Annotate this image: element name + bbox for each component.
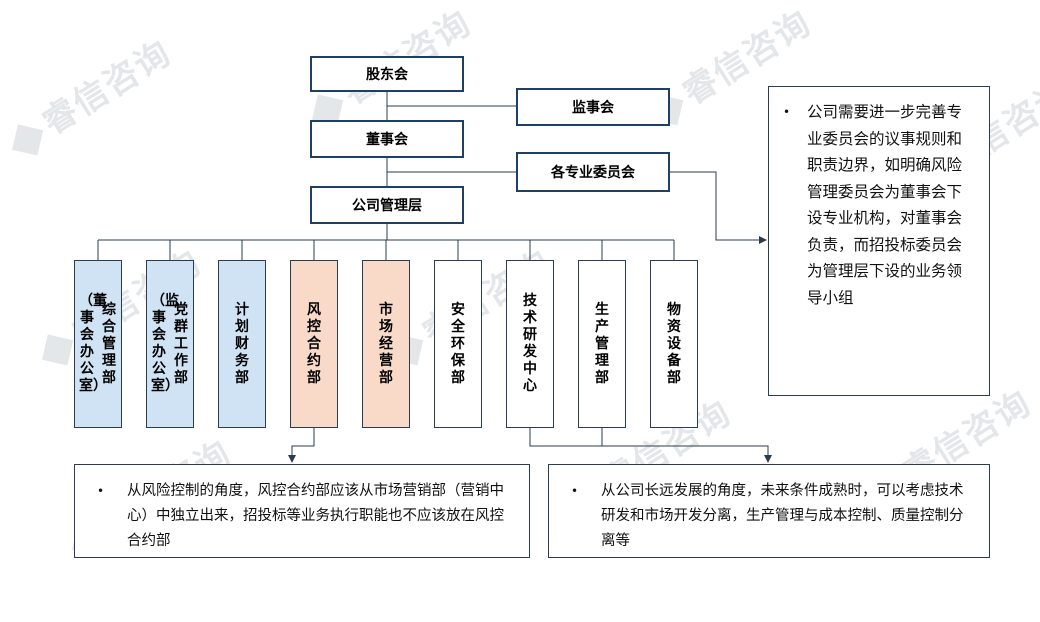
department-subname: （董事会办公室）	[79, 293, 107, 394]
department-name: 综合管理部	[102, 301, 116, 386]
department-subname: （监事会办公室）	[151, 293, 179, 394]
department-box: 技术研发中心	[506, 260, 554, 428]
department-box: 市场经营部	[362, 260, 410, 428]
risk-note-arrow	[288, 428, 315, 463]
management-box: 公司管理层	[310, 186, 464, 224]
department-name: 计划财务部	[235, 301, 249, 386]
department-box: 综合管理部 （董事会办公室）	[74, 260, 122, 428]
committees-box: 各专业委员会	[516, 152, 670, 192]
department-name: 生产管理部	[595, 301, 609, 386]
right-note-text: 公司需要进一步完善专业委员会的议事规则和职责边界，如明确风险管理委员会为董事会下…	[807, 103, 963, 307]
bullet-icon: •	[783, 105, 791, 119]
department-name: 市场经营部	[379, 301, 393, 386]
department-box: 计划财务部	[218, 260, 266, 428]
committees-label: 各专业委员会	[551, 165, 635, 181]
tech-note-arrow	[529, 428, 772, 463]
department-name: 安全环保部	[451, 301, 465, 386]
department-box: 安全环保部	[434, 260, 482, 428]
bottom-right-note: • 从公司长远发展的角度，未来条件成熟时，可以考虑技术研发和市场开发分离，生产管理…	[548, 464, 990, 558]
supervisors-box: 监事会	[516, 88, 670, 126]
bullet-icon: •	[571, 484, 579, 498]
board-label: 董事会	[366, 132, 408, 148]
committees-note-arrow	[668, 171, 767, 244]
shareholders-box: 股东会	[310, 56, 464, 92]
bottom-right-note-text: 从公司长远发展的角度，未来条件成熟时，可以考虑技术研发和市场开发分离，生产管理与…	[601, 483, 964, 549]
department-name: 风控合约部	[307, 301, 321, 386]
department-name: 技术研发中心	[523, 293, 537, 394]
supervisors-label: 监事会	[572, 100, 614, 116]
bullet-icon: •	[97, 484, 105, 498]
board-box: 董事会	[310, 120, 464, 158]
department-name: 物资设备部	[667, 301, 681, 386]
bottom-left-note-text: 从风险控制的角度，风控合约部应该从市场营销部（营销中心）中独立出来，招投标等业务…	[127, 483, 504, 549]
department-box: 风控合约部	[290, 260, 338, 428]
department-box: 党群工作部 （监事会办公室）	[146, 260, 194, 428]
right-note: • 公司需要进一步完善专业委员会的议事规则和职责边界，如明确风险管理委员会为董事会…	[768, 86, 990, 396]
bottom-left-note: • 从风险控制的角度，风控合约部应该从市场营销部（营销中心）中独立出来，招投标等业…	[74, 464, 530, 558]
department-box: 物资设备部	[650, 260, 698, 428]
shareholders-label: 股东会	[366, 67, 408, 83]
management-label: 公司管理层	[352, 198, 422, 214]
department-box: 生产管理部	[578, 260, 626, 428]
department-name: 党群工作部	[174, 301, 188, 386]
